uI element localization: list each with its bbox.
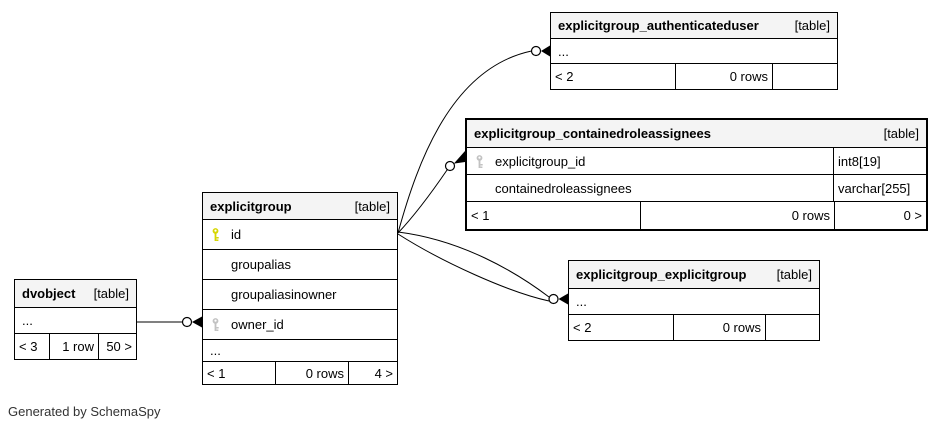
column-row: groupalias <box>203 250 397 280</box>
column-type: int8[19] <box>833 148 926 174</box>
footer-prev: < 2 <box>551 64 676 89</box>
column-name: id <box>231 227 242 242</box>
footer-rowcount: 0 rows <box>676 64 773 89</box>
footer-next <box>773 64 837 89</box>
odot-authenticateduser <box>530 45 542 57</box>
table-footer: < 1 0 rows 4 > <box>203 362 397 384</box>
footer-prev: < 1 <box>203 362 276 384</box>
footer-next: 50 > <box>106 339 132 354</box>
primary-key-icon <box>210 227 231 242</box>
column-type: varchar[255] <box>833 175 926 201</box>
foreign-key-icon <box>210 317 231 332</box>
table-explicitgroup-explicitgroup[interactable]: explicitgroup_explicitgroup [table] ... … <box>568 260 820 341</box>
footer-next <box>766 315 819 340</box>
table-dvobject[interactable]: dvobject [table] ... < 3 1 row 50 > <box>14 279 137 360</box>
column-row: owner_id <box>203 310 397 340</box>
arrowhead-authenticateduser <box>541 45 550 57</box>
column-row: id <box>203 220 397 250</box>
elided-columns-row: ... <box>15 308 136 334</box>
odot-explicitgroup-explicitgroup <box>548 293 559 305</box>
column-row: explicitgroup_id int8[19] <box>467 148 926 175</box>
footer-next: 0 > <box>903 208 922 223</box>
table-explicitgroup[interactable]: explicitgroup [table] id groupalias grou… <box>202 192 398 385</box>
table-tag: [table] <box>354 198 390 214</box>
table-explicitgroup-containedroleassignees[interactable]: explicitgroup_containedroleassignees [ta… <box>465 118 928 231</box>
table-title[interactable]: explicitgroup_explicitgroup <box>576 267 747 282</box>
table-footer: < 2 0 rows <box>551 64 837 89</box>
table-tag: [table] <box>93 286 129 301</box>
edge-explicitgroup-to-explicitgroup-explicitgroup-2 <box>397 233 550 302</box>
elided-columns-row: ... <box>569 289 819 315</box>
arrowhead-containedroleassignees <box>453 151 465 164</box>
arrowhead-explicitgroup-explicitgroup <box>558 293 568 305</box>
footer-rowcount: 0 rows <box>276 362 349 384</box>
footer-prev: < 1 <box>467 202 641 229</box>
table-title[interactable]: explicitgroup_containedroleassignees <box>474 126 711 141</box>
table-tag: [table] <box>776 267 812 282</box>
odot-containedroleassignees <box>444 160 456 172</box>
column-row: groupaliasinowner <box>203 280 397 310</box>
column-name: explicitgroup_id <box>495 153 586 169</box>
column-name: owner_id <box>231 317 284 332</box>
table-title[interactable]: explicitgroup_authenticateduser <box>558 18 759 33</box>
table-tag: [table] <box>883 126 919 141</box>
elided-columns-row: ... <box>551 39 837 64</box>
generated-by-note: Generated by SchemaSpy <box>8 404 161 419</box>
footer-prev: < 2 <box>569 315 674 340</box>
footer-prev: < 3 <box>15 334 50 359</box>
table-tag: [table] <box>794 18 830 33</box>
column-row: containedroleassignees varchar[255] <box>467 175 926 202</box>
edge-explicitgroup-to-authenticateduser <box>397 50 532 234</box>
table-footer: < 1 0 rows 0 > <box>467 202 926 229</box>
column-name: containedroleassignees <box>495 180 632 196</box>
footer-rowcount: 1 row <box>50 334 99 359</box>
odot-owner-id <box>181 316 193 328</box>
edge-explicitgroup-to-explicitgroup-explicitgroup-1 <box>397 231 550 298</box>
column-name: groupalias <box>231 257 291 272</box>
footer-rowcount: 0 rows <box>641 202 835 229</box>
elided-columns-row: ... <box>203 340 397 362</box>
edge-explicitgroup-to-containedroleassignees <box>397 169 448 234</box>
table-title[interactable]: dvobject <box>22 286 76 301</box>
foreign-key-icon <box>474 154 495 169</box>
table-title[interactable]: explicitgroup <box>210 198 292 214</box>
table-explicitgroup-authenticateduser[interactable]: explicitgroup_authenticateduser [table] … <box>550 12 838 90</box>
footer-next: 4 > <box>374 365 393 381</box>
table-footer: < 3 1 row 50 > <box>15 334 136 359</box>
column-name: groupaliasinowner <box>231 287 337 302</box>
arrowhead-owner-id <box>192 316 202 328</box>
footer-rowcount: 0 rows <box>674 315 766 340</box>
table-footer: < 2 0 rows <box>569 315 819 340</box>
